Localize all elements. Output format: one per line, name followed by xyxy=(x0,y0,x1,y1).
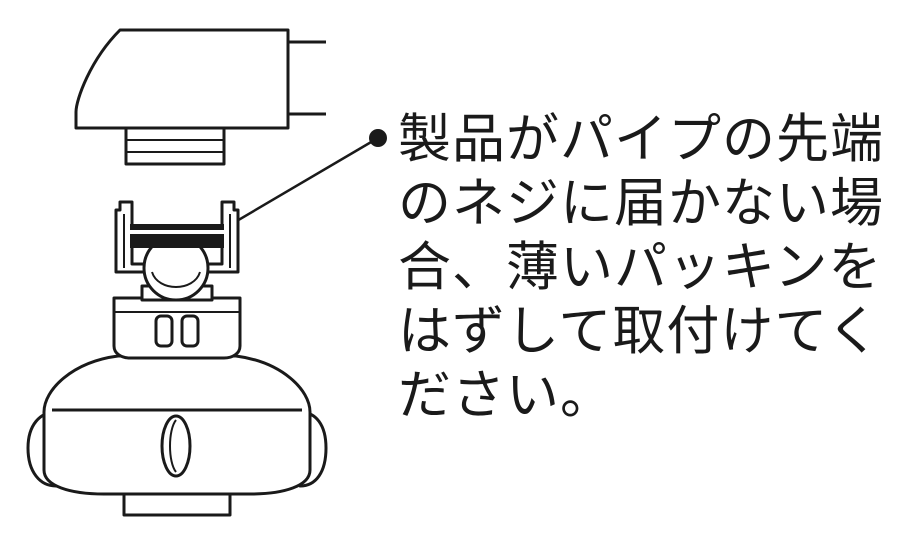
front-knob xyxy=(160,414,192,478)
packing-gap xyxy=(130,230,224,234)
collar-slot-right xyxy=(180,314,200,348)
shower-attachment xyxy=(26,200,328,517)
instruction-line-5: ださい。 xyxy=(398,365,614,426)
faucet-spout xyxy=(74,28,326,166)
instruction-line-4: はずして取付けてく xyxy=(398,301,881,362)
packing-rings xyxy=(130,224,224,248)
cup-bracket xyxy=(114,200,240,274)
instruction-text: 製品がパイプの先端 のネジに届かない場 合、薄いパッキンを はずして取付けてく … xyxy=(398,108,884,428)
leader-dot xyxy=(369,129,387,147)
leader-line xyxy=(217,136,379,234)
thin-packing xyxy=(130,224,224,230)
leader xyxy=(217,129,387,234)
collar-slot-left xyxy=(154,314,174,348)
front-knob-highlight xyxy=(169,419,177,473)
ball-joint-shade xyxy=(151,271,201,288)
instruction-line-3: 合、薄いパッキンを xyxy=(398,237,883,298)
spout-thread xyxy=(124,126,226,166)
upper-collar xyxy=(112,296,242,360)
instruction-line-2: のネジに届かない場 xyxy=(398,173,884,234)
spout-body xyxy=(74,28,290,130)
thick-packing xyxy=(130,234,224,248)
instruction-line-1: 製品がパイプの先端 xyxy=(398,109,884,170)
